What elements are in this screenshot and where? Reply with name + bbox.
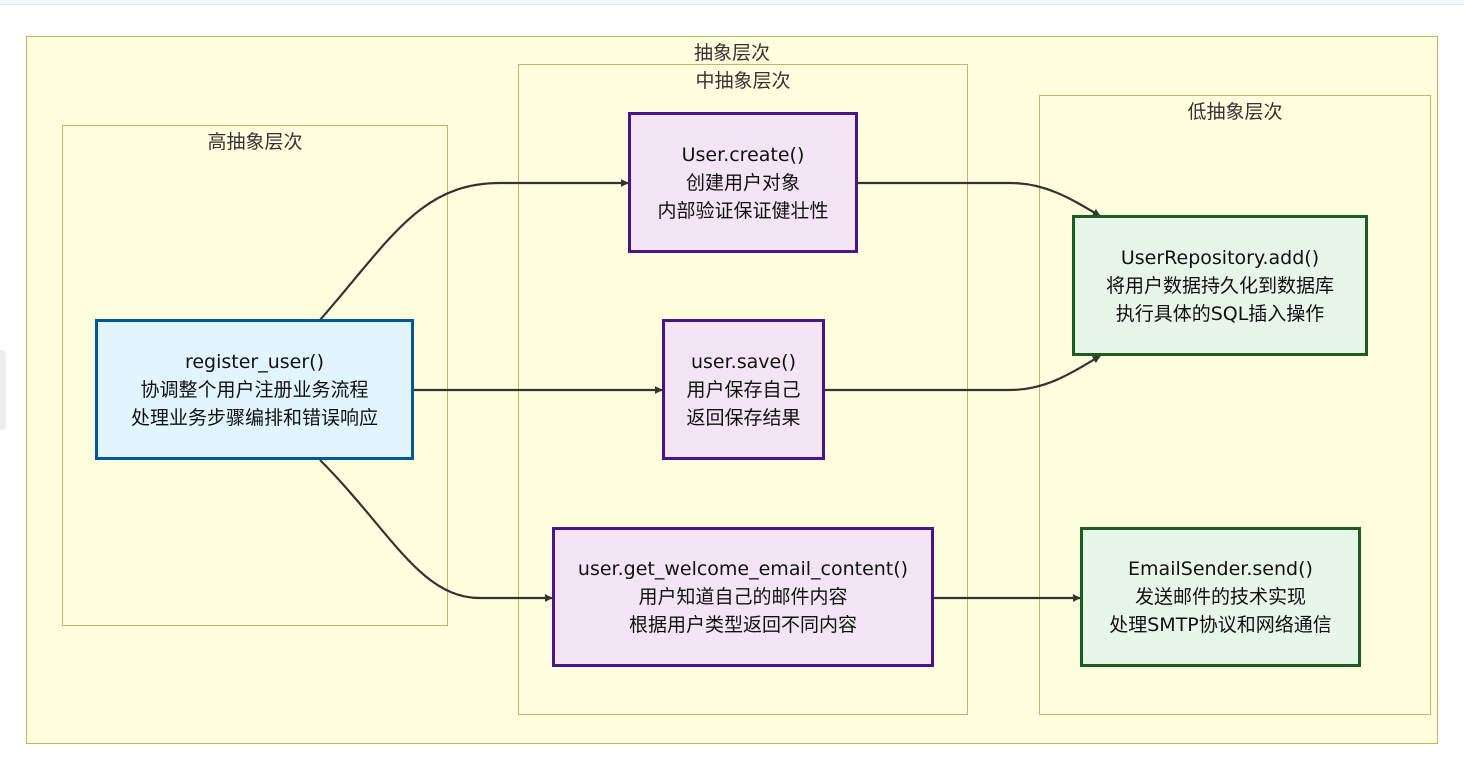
node-register-user-title: register_user() bbox=[184, 350, 325, 373]
node-register-user-line1: 协调整个用户注册业务流程 bbox=[140, 378, 369, 401]
node-repo-add-title: UserRepository.add() bbox=[1120, 246, 1320, 269]
node-repo-add-line1: 将用户数据持久化到数据库 bbox=[1105, 274, 1334, 297]
node-user-create-line1: 创建用户对象 bbox=[685, 171, 800, 194]
node-user-save[interactable]: user.save() 用户保存自己 返回保存结果 bbox=[662, 319, 825, 460]
node-user-create[interactable]: User.create() 创建用户对象 内部验证保证健壮性 bbox=[628, 112, 858, 253]
node-repo-add-line2: 执行具体的SQL插入操作 bbox=[1115, 302, 1325, 325]
node-email-sender[interactable]: EmailSender.send() 发送邮件的技术实现 处理SMTP协议和网络… bbox=[1080, 527, 1361, 667]
side-scroll-handle[interactable] bbox=[0, 350, 6, 430]
node-welcome-email-line2: 根据用户类型返回不同内容 bbox=[628, 614, 857, 636]
node-user-save-line1: 用户保存自己 bbox=[686, 378, 801, 401]
node-welcome-email-title: user.get_welcome_email_content() bbox=[577, 558, 909, 580]
node-user-create-line2: 内部验证保证健壮性 bbox=[657, 199, 829, 222]
node-repo-add[interactable]: UserRepository.add() 将用户数据持久化到数据库 执行具体的S… bbox=[1072, 215, 1368, 356]
node-user-save-line2: 返回保存结果 bbox=[686, 406, 801, 429]
node-email-sender-line1: 发送邮件的技术实现 bbox=[1134, 586, 1306, 608]
top-border-strip bbox=[0, 0, 1464, 5]
node-register-user[interactable]: register_user() 协调整个用户注册业务流程 处理业务步骤编排和错误… bbox=[95, 319, 414, 460]
node-user-save-title: user.save() bbox=[690, 350, 797, 373]
node-register-user-line2: 处理业务步骤编排和错误响应 bbox=[130, 406, 378, 429]
cluster-low-abstraction-title: 低抽象层次 bbox=[1187, 101, 1283, 123]
node-welcome-email-line1: 用户知道自己的邮件内容 bbox=[638, 586, 848, 608]
cluster-mid-abstraction-title: 中抽象层次 bbox=[695, 70, 791, 92]
node-welcome-email[interactable]: user.get_welcome_email_content() 用户知道自己的… bbox=[552, 527, 934, 667]
node-user-create-title: User.create() bbox=[681, 143, 805, 166]
cluster-abstraction-levels-title: 抽象层次 bbox=[693, 42, 770, 64]
cluster-high-abstraction-title: 高抽象层次 bbox=[207, 131, 303, 153]
node-email-sender-title: EmailSender.send() bbox=[1128, 558, 1313, 580]
node-email-sender-line2: 处理SMTP协议和网络通信 bbox=[1109, 614, 1332, 636]
